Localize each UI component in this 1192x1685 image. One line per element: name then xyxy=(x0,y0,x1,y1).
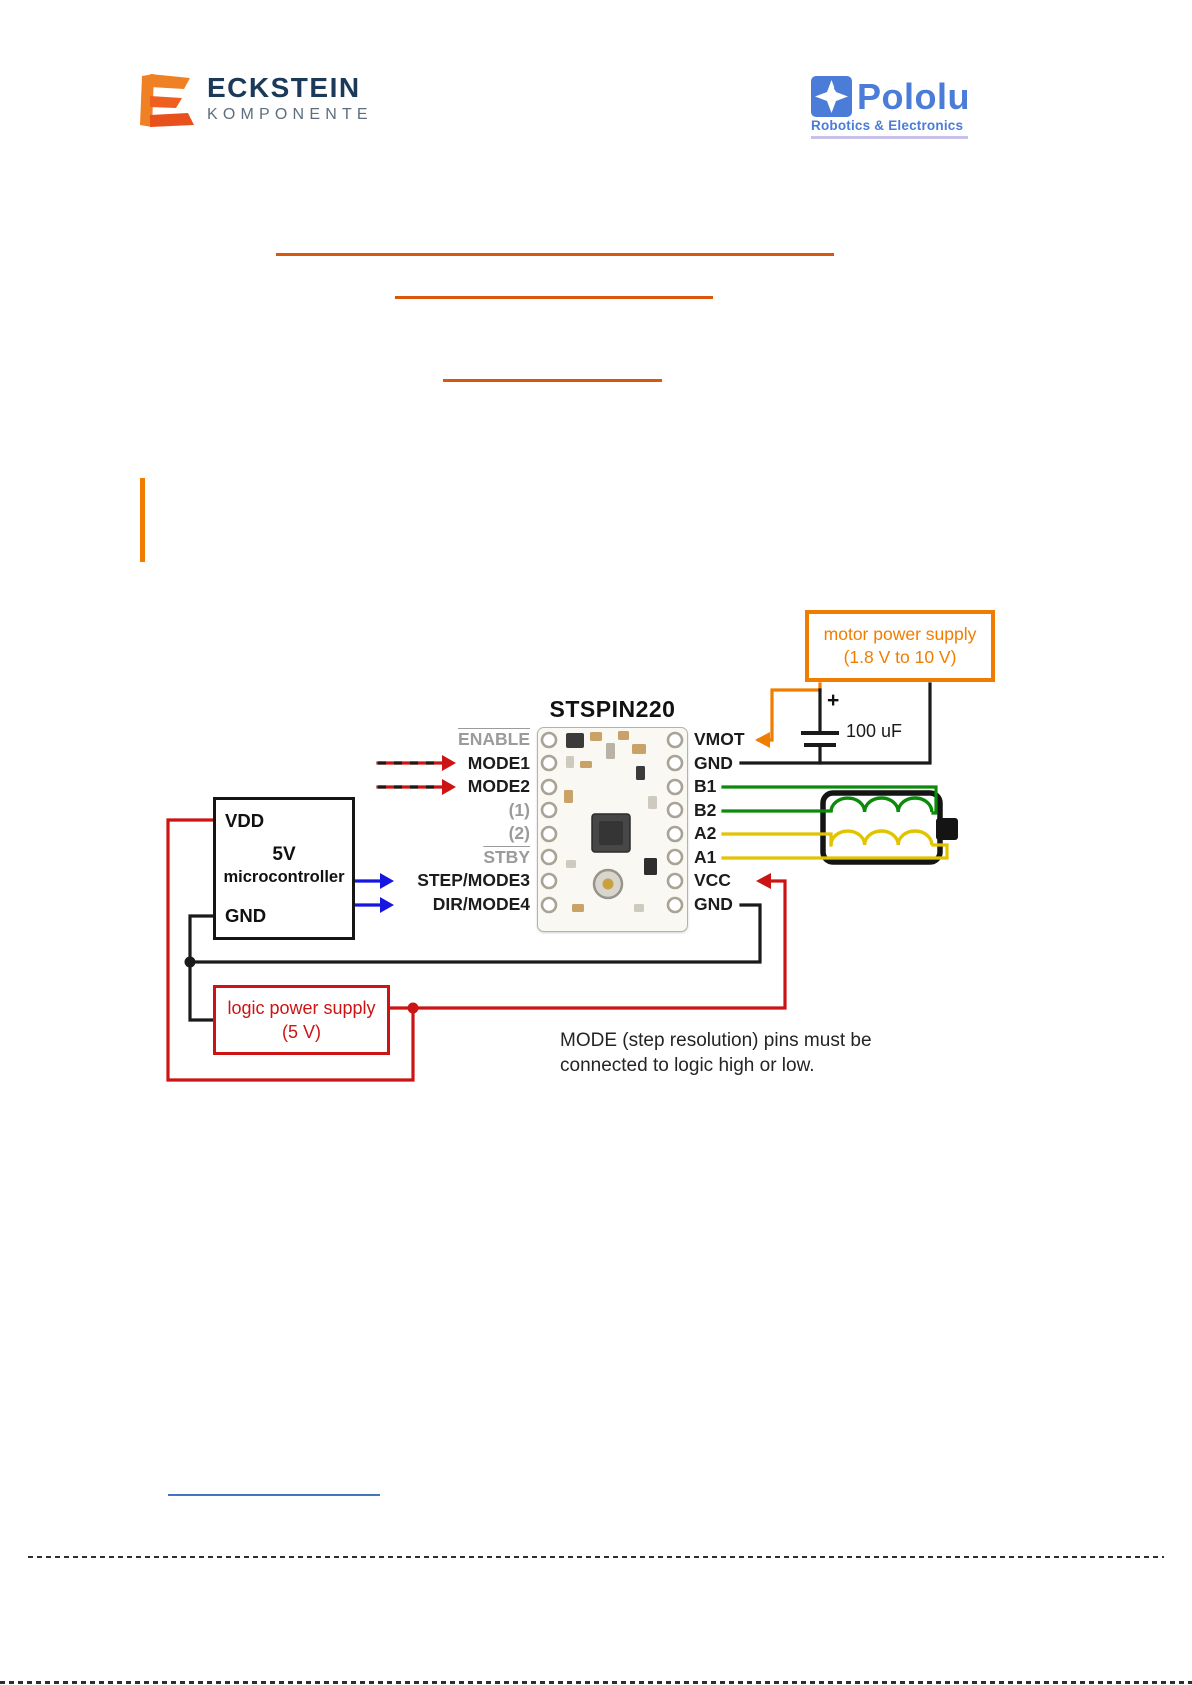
pin-label-2: (2) xyxy=(508,823,530,843)
pin-label-b2: B2 xyxy=(694,800,717,820)
pololu-logo: Pololu Robotics & Electronics xyxy=(811,76,970,139)
eckstein-logo-subtitle: KOMPONENTE xyxy=(207,106,373,123)
b-coil-wires xyxy=(721,785,938,815)
callout-bar xyxy=(140,478,145,562)
gnd-junction-dot xyxy=(184,956,196,968)
mode-note: MODE (step resolution) pins must be conn… xyxy=(560,1028,872,1078)
mcu-5v-label: 5V xyxy=(272,844,296,865)
mode-note-line2: connected to logic high or low. xyxy=(560,1055,815,1076)
pin-label-a1: A1 xyxy=(694,847,717,867)
mcu-name-label: microcontroller xyxy=(223,868,345,886)
vmot-wire xyxy=(757,682,822,742)
motor-power-supply-line1: motor power supply xyxy=(823,624,977,644)
pin-label-stby: STBY xyxy=(483,847,530,867)
pin-label-gnd-bottom: GND xyxy=(694,894,733,914)
logic-power-supply-box: logic power supply (5 V) xyxy=(213,985,390,1055)
capacitor-value: 100 uF xyxy=(846,721,903,741)
pin-label-a2: A2 xyxy=(694,823,717,843)
pin-label-vmot: VMOT xyxy=(694,729,745,749)
pin-label-dir-mode4: DIR/MODE4 xyxy=(432,894,530,914)
footnote-link-underline[interactable] xyxy=(168,1494,380,1496)
title-link-underline-3[interactable] xyxy=(443,379,662,382)
motor-power-supply-box: motor power supply (1.8 V to 10 V) xyxy=(805,610,995,682)
pin-label-vcc: VCC xyxy=(694,870,731,890)
title-link-underline-2[interactable] xyxy=(395,296,713,299)
pin-label-gnd-top: GND xyxy=(694,753,733,773)
board-graphic xyxy=(540,731,684,914)
vcc-arrowhead xyxy=(756,873,771,889)
pin-label-mode1: MODE1 xyxy=(467,753,530,773)
pin-label-mode2: MODE2 xyxy=(467,776,530,796)
title-link-underline-1[interactable] xyxy=(276,253,834,256)
microcontroller-box: VDD 5V microcontroller GND xyxy=(213,797,355,940)
mcu-gnd-wire xyxy=(188,914,215,1022)
stspin220-board xyxy=(537,727,688,932)
page-break-line xyxy=(28,1556,1164,1558)
mcu-gnd-label: GND xyxy=(225,905,267,926)
pin-label-step-mode3: STEP/MODE3 xyxy=(417,870,530,890)
pin-label-b1: B1 xyxy=(694,776,717,796)
pololu-logo-rule xyxy=(811,136,968,139)
eckstein-logo-name: ECKSTEIN xyxy=(207,72,361,103)
a-coil-wires xyxy=(721,829,949,860)
logic-power-supply-line2: (5 V) xyxy=(281,1022,321,1042)
vmot-arrowhead xyxy=(755,732,770,748)
mode-note-line1: MODE (step resolution) pins must be xyxy=(560,1030,872,1051)
motor-power-supply-line2: (1.8 V to 10 V) xyxy=(843,647,957,667)
pololu-logo-subtitle: Robotics & Electronics xyxy=(811,118,964,133)
bottom-edge-line xyxy=(0,1681,1192,1684)
capacitor-polarity-sign: + xyxy=(827,689,840,712)
pin-label-enable: ENABLE xyxy=(458,729,530,749)
pololu-star-icon xyxy=(811,76,852,117)
vcc-junction-dot xyxy=(407,1002,419,1014)
eckstein-logo: ECKSTEIN KOMPONENTE xyxy=(140,72,373,129)
mcu-vdd-label: VDD xyxy=(225,810,265,831)
board-title: STSPIN220 xyxy=(549,696,676,722)
pin-label-1: (1) xyxy=(508,800,530,820)
eckstein-logo-icon xyxy=(140,74,194,127)
logic-power-supply-line1: logic power supply xyxy=(227,998,376,1018)
stepper-motor-graphic xyxy=(820,790,958,865)
pololu-logo-name: Pololu xyxy=(857,76,970,117)
